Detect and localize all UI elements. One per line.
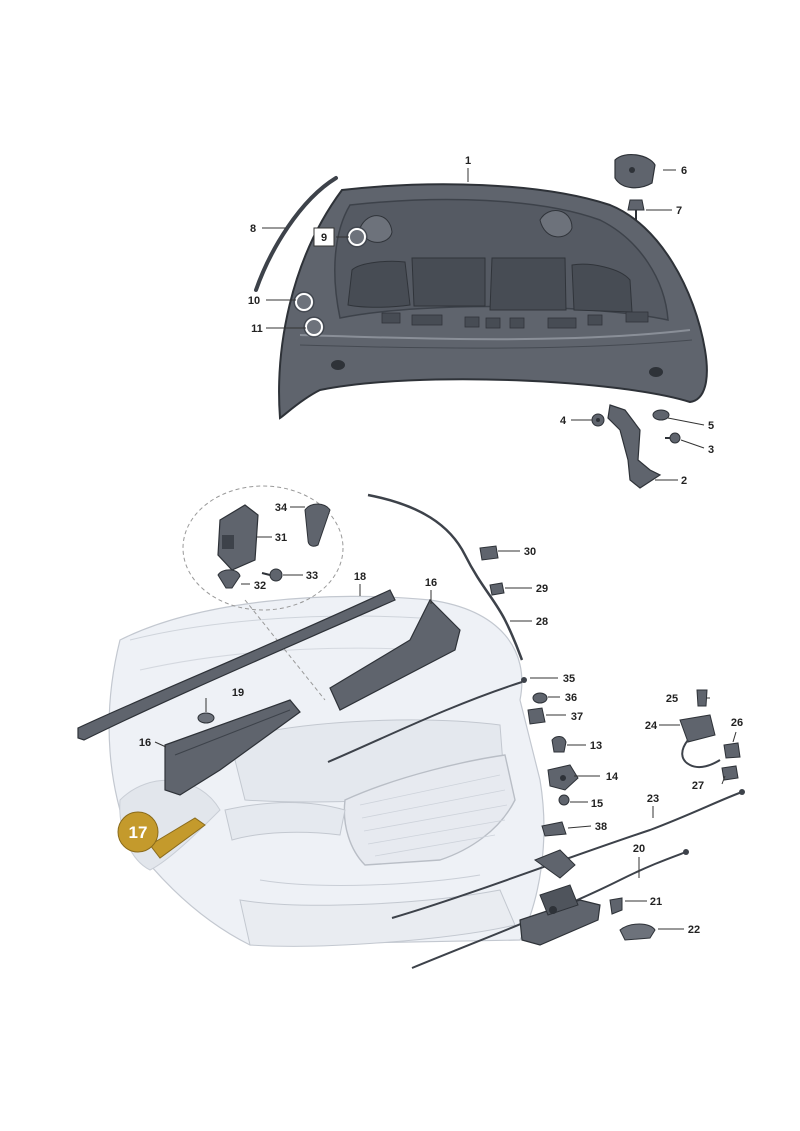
connector-27 xyxy=(721,765,739,781)
callout-13: 13 xyxy=(590,740,602,752)
cover-38 xyxy=(541,821,567,837)
callout-9-box xyxy=(313,227,335,247)
callout-23: 23 xyxy=(647,793,659,805)
grommet-10 xyxy=(293,291,315,313)
callout-20: 20 xyxy=(633,843,645,855)
cowl-panel-16-left xyxy=(164,699,301,796)
callout-35: 35 xyxy=(563,673,575,685)
buffer-5 xyxy=(652,409,670,421)
nut-36 xyxy=(532,692,548,704)
bracket-31 xyxy=(217,504,259,571)
highlighted-part-17[interactable]: 17 xyxy=(117,811,206,859)
callout-16-right: 16 xyxy=(425,577,437,589)
screw-25 xyxy=(696,689,708,707)
callout-31: 31 xyxy=(275,532,287,544)
callout-17-label: 17 xyxy=(129,823,148,842)
hood-lock-assembly xyxy=(519,849,601,946)
callout-26: 26 xyxy=(731,717,743,729)
callout-18: 18 xyxy=(354,571,366,583)
callout-14: 14 xyxy=(606,771,619,783)
nozzle-30 xyxy=(479,545,499,561)
cable-23 xyxy=(391,789,745,919)
callout-24: 24 xyxy=(645,720,658,732)
callout-5: 5 xyxy=(708,420,714,432)
callout-15: 15 xyxy=(591,798,603,810)
cable-20 xyxy=(411,849,689,969)
callout-37: 37 xyxy=(571,711,583,723)
callout-29: 29 xyxy=(536,583,548,595)
callout-28: 28 xyxy=(536,616,548,628)
bracket-14 xyxy=(547,764,579,791)
callout-2: 2 xyxy=(681,475,687,487)
callout-labels: 1 2 3 4 5 6 7 8 9 10 11 13 14 15 16 16 1… xyxy=(139,155,743,936)
hood-panel xyxy=(278,183,708,420)
screw-15 xyxy=(558,794,570,806)
callout-36: 36 xyxy=(565,692,577,704)
handle-22 xyxy=(619,923,656,941)
callout-38: 38 xyxy=(595,821,607,833)
sensor-24 xyxy=(679,714,721,769)
connector-29 xyxy=(489,582,505,596)
callout-10: 10 xyxy=(248,295,260,307)
callout-33: 33 xyxy=(306,570,318,582)
hinge-bracket-6 xyxy=(614,153,656,189)
nut-4 xyxy=(591,413,605,427)
hood-hinge-2 xyxy=(607,404,662,489)
connector-26 xyxy=(723,742,741,759)
bolt-3 xyxy=(665,432,681,444)
grommet-11 xyxy=(303,316,325,338)
cowl-panel-16-right xyxy=(329,598,461,711)
callout-9: 9 xyxy=(321,232,327,244)
callout-3: 3 xyxy=(708,444,714,456)
clip-37 xyxy=(527,707,546,725)
callout-19: 19 xyxy=(232,687,244,699)
bolt-7 xyxy=(627,199,645,220)
screw-21 xyxy=(609,897,623,915)
callout-32: 32 xyxy=(254,580,266,592)
clip-34 xyxy=(304,503,331,547)
callout-27: 27 xyxy=(692,780,704,792)
car-front-body xyxy=(108,595,545,947)
callout-6: 6 xyxy=(681,165,687,177)
callout-11: 11 xyxy=(251,323,263,335)
callout-21: 21 xyxy=(650,896,662,908)
detail-circle xyxy=(182,485,344,701)
callout-16-left: 16 xyxy=(139,737,151,749)
clip-32 xyxy=(217,569,241,589)
callout-30: 30 xyxy=(524,546,536,558)
grommet-9 xyxy=(346,226,368,248)
callout-25: 25 xyxy=(666,693,678,705)
callout-8: 8 xyxy=(250,223,256,235)
clip-19 xyxy=(197,712,215,724)
callout-22: 22 xyxy=(688,924,700,936)
callout-34: 34 xyxy=(275,502,288,514)
callout-4: 4 xyxy=(560,415,567,427)
buffer-13 xyxy=(551,736,567,753)
callout-1: 1 xyxy=(465,155,471,167)
callout-7: 7 xyxy=(676,205,682,217)
release-cable-35 xyxy=(327,677,527,763)
screw-33 xyxy=(261,568,283,582)
leader-lines xyxy=(154,168,737,930)
seal-strip-18 xyxy=(77,589,396,741)
washer-hose-28 xyxy=(367,493,524,661)
seal-strip-8 xyxy=(254,176,338,292)
